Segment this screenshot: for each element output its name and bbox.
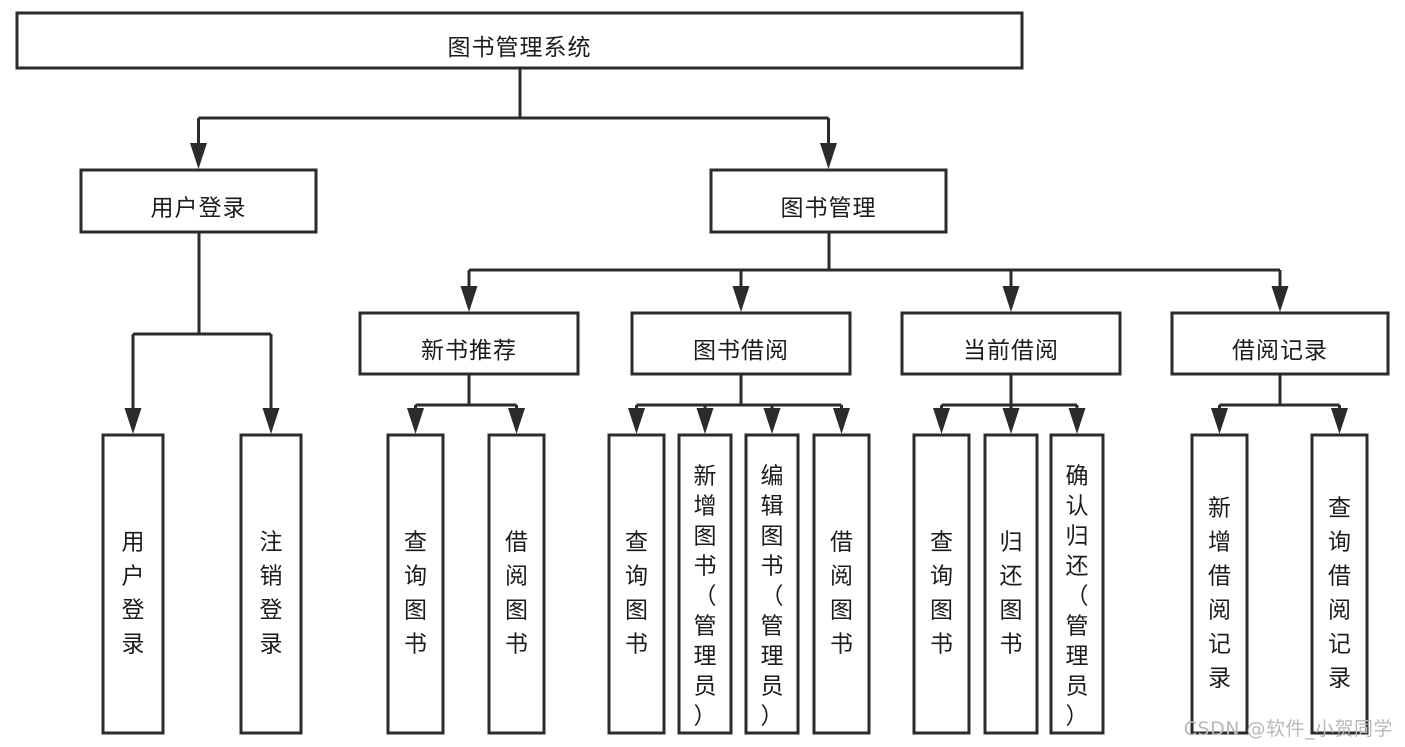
node-leaf-borrow-book-new[interactable]: 借阅图书 — [487, 433, 546, 735]
node-records[interactable]: 借阅记录 — [1170, 311, 1390, 376]
node-box[interactable] — [386, 433, 445, 735]
node-label: 归还图书 — [1000, 529, 1023, 657]
connector-group-borrow — [628, 374, 850, 434]
node-leaf-borrow-book[interactable]: 借阅图书 — [812, 433, 871, 735]
node-layer: 图书管理系统用户登录图书管理新书推荐图书借阅当前借阅借阅记录用户登录注销登录查询… — [15, 11, 1390, 735]
node-bookmgmt[interactable]: 图书管理 — [709, 168, 948, 234]
node-label: 图书管理 — [781, 196, 877, 222]
node-box[interactable] — [912, 433, 971, 735]
node-leaf-user-login[interactable]: 用户登录 — [101, 433, 165, 735]
node-box[interactable] — [358, 311, 580, 376]
node-label: 当前借阅 — [963, 338, 1059, 364]
node-leaf-query-book-new[interactable]: 查询图书 — [386, 433, 445, 735]
node-leaf-return-book[interactable]: 归还图书 — [983, 433, 1039, 735]
arrow-head-icon — [833, 408, 850, 434]
arrow-head-icon — [508, 408, 525, 434]
node-box[interactable] — [607, 433, 666, 735]
arrow-head-icon — [1331, 408, 1348, 434]
node-leaf-query-record[interactable]: 查询借阅记录 — [1310, 433, 1369, 735]
node-leaf-query-book-current[interactable]: 查询图书 — [912, 433, 971, 735]
arrow-head-icon — [820, 143, 837, 169]
node-box[interactable] — [677, 433, 733, 735]
node-login[interactable]: 用户登录 — [79, 168, 318, 234]
arrow-head-icon — [732, 286, 750, 312]
arrow-head-icon — [1002, 408, 1020, 434]
arrow-head-icon — [628, 408, 645, 434]
node-box[interactable] — [101, 433, 165, 735]
node-label: 用户登录 — [151, 196, 247, 222]
node-box[interactable] — [79, 168, 318, 234]
node-label: 图书管理系统 — [448, 35, 592, 61]
connector-group-bookmgmt — [460, 232, 1289, 312]
arrow-head-icon — [262, 408, 280, 434]
arrow-head-icon — [696, 408, 714, 434]
node-label: 确认归还（管理员） — [1066, 463, 1089, 729]
node-label: 新增借阅记录 — [1208, 495, 1231, 691]
connector-group-login — [124, 232, 280, 434]
node-box[interactable] — [744, 433, 800, 735]
node-box[interactable] — [239, 433, 303, 735]
node-label: 图书借阅 — [693, 338, 789, 364]
node-box[interactable] — [487, 433, 546, 735]
node-label: 借阅图书 — [830, 529, 853, 657]
node-label: 借阅图书 — [505, 529, 528, 657]
node-leaf-edit-book[interactable]: 编辑图书（管理员） — [744, 433, 800, 735]
node-box[interactable] — [1310, 433, 1369, 735]
arrow-head-icon — [124, 408, 142, 434]
arrow-head-icon — [933, 408, 950, 434]
node-label: 新书推荐 — [421, 338, 517, 364]
node-label: 查询图书 — [930, 529, 953, 657]
node-root[interactable]: 图书管理系统 — [15, 11, 1024, 70]
node-label: 编辑图书（管理员） — [761, 463, 784, 729]
node-label: 查询借阅记录 — [1328, 495, 1351, 691]
arrow-head-icon — [763, 408, 781, 434]
node-leaf-logout[interactable]: 注销登录 — [239, 433, 303, 735]
node-box[interactable] — [812, 433, 871, 735]
connector-group-root — [190, 68, 837, 169]
node-label: 用户登录 — [122, 529, 145, 657]
node-newbook[interactable]: 新书推荐 — [358, 311, 580, 376]
arrow-head-icon — [407, 408, 424, 434]
node-box[interactable] — [15, 11, 1024, 70]
node-leaf-confirm-return[interactable]: 确认归还（管理员） — [1049, 433, 1105, 735]
node-label: 查询图书 — [625, 529, 648, 657]
node-label: 借阅记录 — [1232, 338, 1328, 364]
node-label: 注销登录 — [260, 529, 283, 657]
connector-layer — [124, 68, 1348, 434]
node-box[interactable] — [983, 433, 1039, 735]
arrow-head-icon — [460, 286, 478, 312]
node-current[interactable]: 当前借阅 — [900, 311, 1122, 376]
arrow-head-icon — [190, 143, 207, 169]
node-leaf-query-book-borrow[interactable]: 查询图书 — [607, 433, 666, 735]
node-leaf-add-book[interactable]: 新增图书（管理员） — [677, 433, 733, 735]
arrow-head-icon — [1271, 286, 1289, 312]
arrow-head-icon — [1211, 408, 1228, 434]
node-box[interactable] — [900, 311, 1122, 376]
node-box[interactable] — [1190, 433, 1249, 735]
node-label: 新增图书（管理员） — [694, 463, 717, 729]
arrow-head-icon — [1068, 408, 1086, 434]
node-borrow[interactable]: 图书借阅 — [630, 311, 852, 376]
arrow-head-icon — [1002, 286, 1020, 312]
connector-group-current — [933, 374, 1086, 434]
node-box[interactable] — [630, 311, 852, 376]
connector-group-records — [1211, 374, 1348, 434]
node-box[interactable] — [709, 168, 948, 234]
node-leaf-add-record[interactable]: 新增借阅记录 — [1190, 433, 1249, 735]
node-label: 查询图书 — [404, 529, 427, 657]
node-box[interactable] — [1170, 311, 1390, 376]
connector-group-newbook — [407, 374, 525, 434]
node-box[interactable] — [1049, 433, 1105, 735]
